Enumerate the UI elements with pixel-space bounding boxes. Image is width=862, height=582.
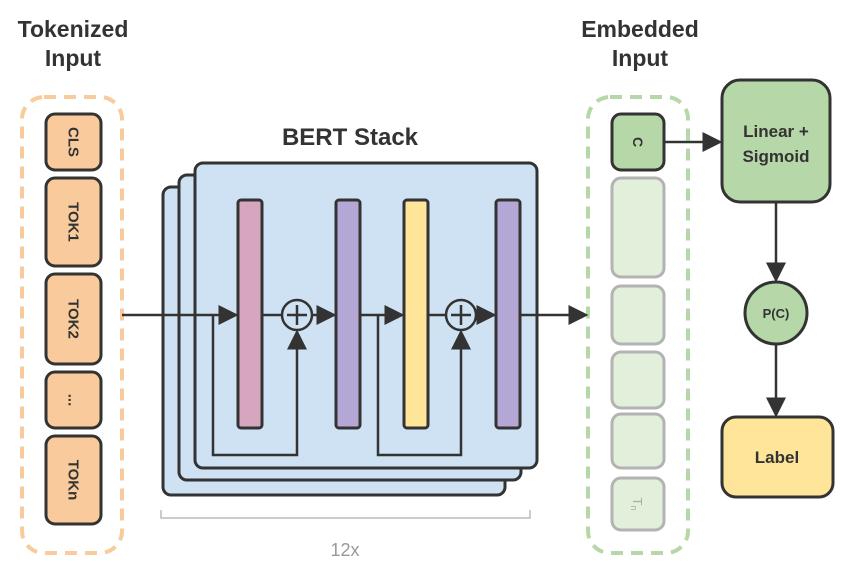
feedforward-block <box>402 198 430 430</box>
token-box: TOKn <box>44 434 103 526</box>
embedded-title-2: Input <box>612 45 669 71</box>
repeat-label: 12x <box>330 540 359 560</box>
embedding-cls: C <box>610 112 666 172</box>
probability-node <box>743 280 809 346</box>
linear-label: Linear + <box>743 122 809 141</box>
add-icon <box>280 298 314 332</box>
linear-sigmoid-box <box>720 78 832 204</box>
token-label: CLS <box>65 127 82 157</box>
embedding-box <box>610 350 666 410</box>
token-label: TOK1 <box>65 202 82 242</box>
embedded-group <box>586 95 690 555</box>
add-icon <box>444 298 478 332</box>
norm-block-1 <box>334 198 362 430</box>
token-label: TOKn <box>65 460 82 501</box>
embedding-box <box>610 412 666 470</box>
embedded-title-1: Embedded <box>581 16 699 42</box>
probability-label: P(C) <box>763 306 790 321</box>
embedding-cls-label: C <box>630 137 646 147</box>
tokenized-title-2: Input <box>45 45 102 71</box>
norm-block-2 <box>494 198 522 430</box>
bert-stack-title: BERT Stack <box>282 124 419 151</box>
sigmoid-label: Sigmoid <box>742 147 809 166</box>
embedding-box <box>610 284 666 346</box>
embedding-box <box>610 176 666 279</box>
embedding-last-label: Tn <box>629 498 646 511</box>
label-text: Label <box>755 448 799 467</box>
token-box: CLS <box>44 112 103 172</box>
token-box: TOK2 <box>44 272 103 366</box>
token-label: TOK2 <box>65 299 82 339</box>
embedding-box: Tn <box>610 476 666 532</box>
tokenized-title-1: Tokenized <box>18 16 129 42</box>
token-box: TOK1 <box>44 176 103 268</box>
token-box: ... <box>44 370 103 430</box>
token-label: ... <box>65 394 82 407</box>
repeat-brace <box>160 510 531 519</box>
tokenized-group <box>20 95 124 555</box>
attention-block <box>236 198 264 430</box>
label-box <box>720 415 835 499</box>
